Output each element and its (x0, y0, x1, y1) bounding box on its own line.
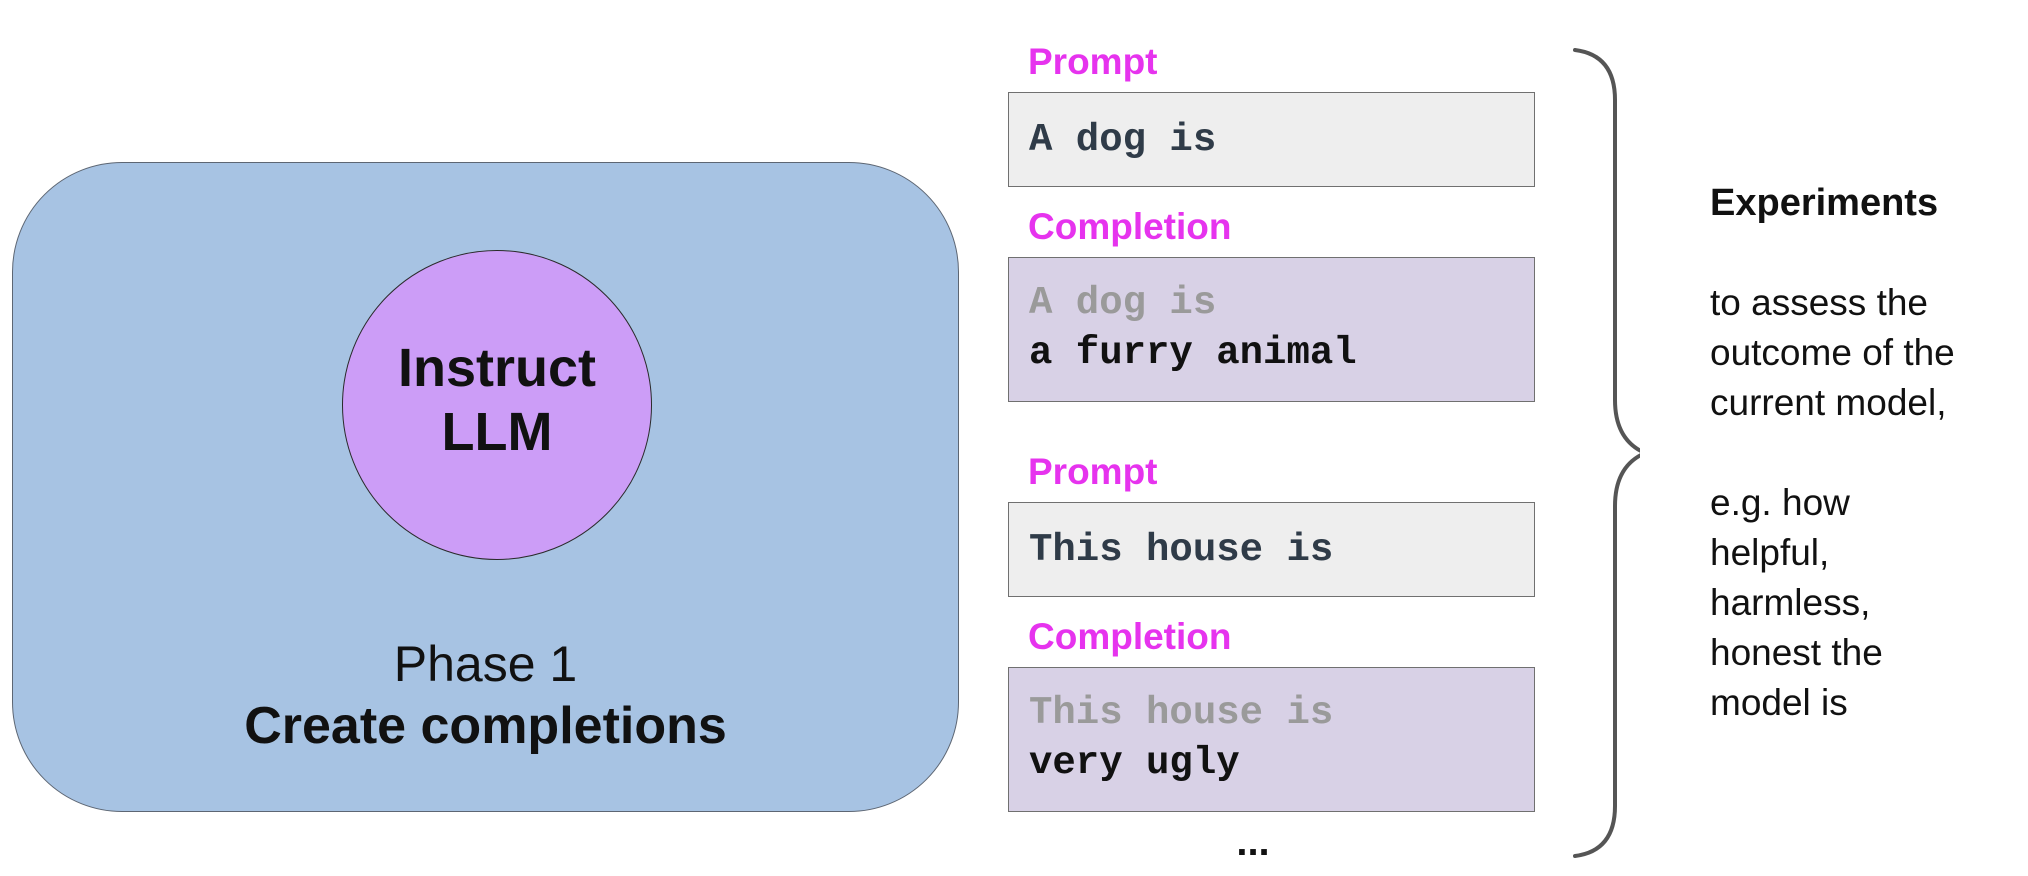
instruct-llm-circle (342, 250, 652, 560)
ellipsis: ... (1236, 820, 1270, 864)
completion-generated-text: a furry animal (1029, 331, 1357, 375)
example-line: model is (1710, 682, 1848, 723)
experiments-description: to assess the outcome of the current mod… (1710, 278, 2020, 428)
curly-brace-icon (1573, 48, 1640, 858)
phase-subtitle: Create completions (244, 697, 727, 755)
completion-label: Completion (1028, 206, 1232, 247)
prompt-text: A dog is (1029, 118, 1217, 162)
llm-label-line1: Instruct (397, 338, 597, 398)
completion-generated-text: very ugly (1029, 741, 1240, 785)
completion-echo-text: This house is (1029, 691, 1334, 735)
prompt-text: This house is (1029, 528, 1334, 572)
description-line: outcome of the (1710, 332, 1955, 373)
prompt-label: Prompt (1028, 451, 1158, 492)
completion-box: This house is very ugly (1008, 667, 1535, 812)
llm-label-line2: LLM (441, 402, 553, 462)
prompt-label: Prompt (1028, 41, 1158, 82)
completion-box: A dog is a furry animal (1008, 257, 1535, 402)
prompt-box: A dog is (1008, 92, 1535, 187)
completion-label: Completion (1028, 616, 1232, 657)
phase-title: Phase 1 (393, 636, 578, 692)
description-line: to assess the (1710, 282, 1929, 323)
experiments-heading: Experiments (1710, 182, 1939, 224)
completion-echo-text: A dog is (1029, 281, 1217, 325)
experiments-examples: e.g. how helpful, harmless, honest the m… (1710, 478, 2020, 728)
prompt-box: This house is (1008, 502, 1535, 597)
example-line: harmless, (1710, 582, 1871, 623)
instruct-llm-label: Instruct LLM (342, 336, 652, 464)
description-line: current model, (1710, 382, 1947, 423)
example-line: honest the (1710, 632, 1883, 673)
example-line: e.g. how (1710, 482, 1850, 523)
example-line: helpful, (1710, 532, 1830, 573)
